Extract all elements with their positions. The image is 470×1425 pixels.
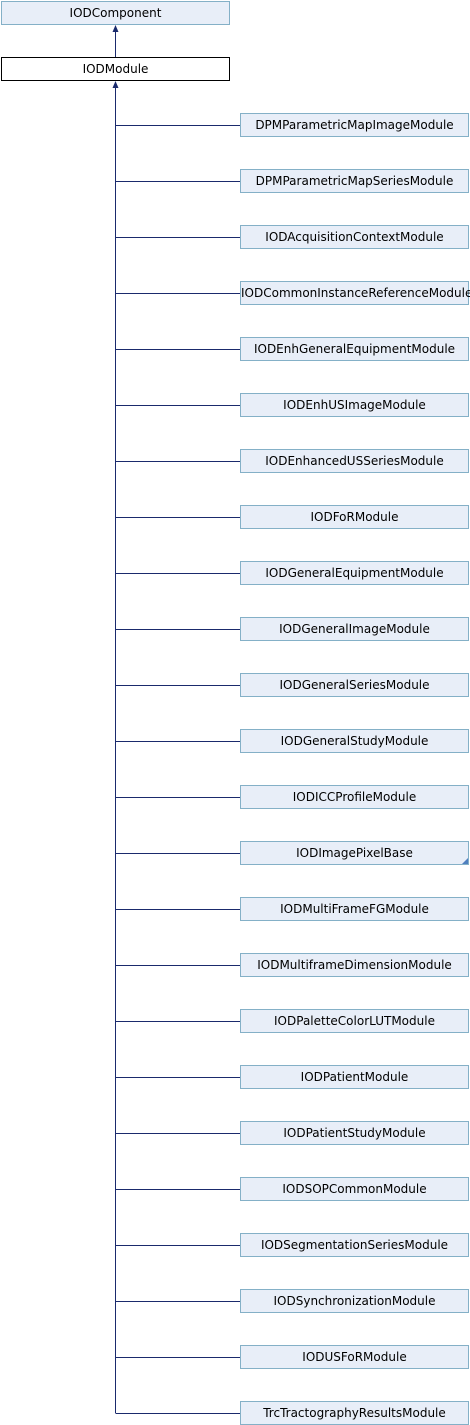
node-iodformodule[interactable]: IODFoRModule <box>240 505 469 529</box>
node-iodenhgeneralequipmentmodule[interactable]: IODEnhGeneralEquipmentModule <box>240 337 469 361</box>
node-iodgeneralseriesmodule[interactable]: IODGeneralSeriesModule <box>240 673 469 697</box>
node-iodmodule: IODModule <box>1 57 230 81</box>
node-iodiccprofilemodule[interactable]: IODICCProfileModule <box>240 785 469 809</box>
node-iodusformodule[interactable]: IODUSFoRModule <box>240 1345 469 1369</box>
node-iodenhusimagemodule[interactable]: IODEnhUSImageModule <box>240 393 469 417</box>
arrowhead-icon <box>112 81 119 88</box>
node-iodcomponent[interactable]: IODComponent <box>1 1 230 25</box>
node-iodacquisitioncontextmodule[interactable]: IODAcquisitionContextModule <box>240 225 469 249</box>
node-iodgeneralimagemodule[interactable]: IODGeneralImageModule <box>240 617 469 641</box>
node-iodpatientstudymodule[interactable]: IODPatientStudyModule <box>240 1121 469 1145</box>
node-iodsynchronizationmodule[interactable]: IODSynchronizationModule <box>240 1289 469 1313</box>
node-iodpatientmodule[interactable]: IODPatientModule <box>240 1065 469 1089</box>
node-iodgeneralequipmentmodule[interactable]: IODGeneralEquipmentModule <box>240 561 469 585</box>
node-iodsegmentationseriesmodule[interactable]: IODSegmentationSeriesModule <box>240 1233 469 1257</box>
arrowhead-icon <box>112 25 119 32</box>
node-dpmparametricmapimagemodule[interactable]: DPMParametricMapImageModule <box>240 113 469 137</box>
node-iodsopcommonmodule[interactable]: IODSOPCommonModule <box>240 1177 469 1201</box>
collapsed-indicator-icon <box>462 858 468 864</box>
node-iodenhancedusseriesmodule[interactable]: IODEnhancedUSSeriesModule <box>240 449 469 473</box>
node-trctractographyresultsmodule[interactable]: TrcTractographyResultsModule <box>240 1401 469 1425</box>
node-iodgeneralstudymodule[interactable]: IODGeneralStudyModule <box>240 729 469 753</box>
node-iodimagepixelbase[interactable]: IODImagePixelBase <box>240 841 469 865</box>
node-iodmultiframedimensionmodule[interactable]: IODMultiframeDimensionModule <box>240 953 469 977</box>
node-iodmultiframefgmodule[interactable]: IODMultiFrameFGModule <box>240 897 469 921</box>
node-iodcommoninstancereferencemodule[interactable]: IODCommonInstanceReferenceModule <box>240 281 470 305</box>
node-iodpalettecolorlutmodule[interactable]: IODPaletteColorLUTModule <box>240 1009 469 1033</box>
node-dpmparametricmapseriesmodule[interactable]: DPMParametricMapSeriesModule <box>240 169 469 193</box>
